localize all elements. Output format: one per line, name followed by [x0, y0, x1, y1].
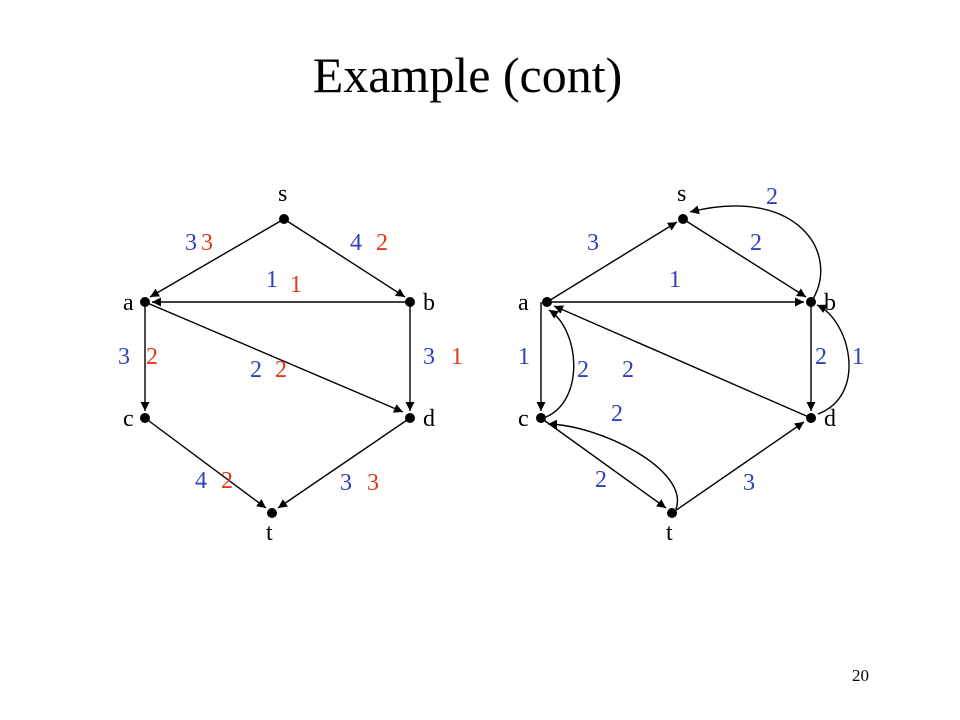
node-label-b: b	[423, 290, 435, 316]
capacity-label-c-a: 2	[577, 357, 589, 383]
flow-label-b-a: 1	[290, 272, 302, 298]
capacity-label-c-t: 2	[595, 467, 607, 493]
node-label-s: s	[677, 181, 686, 207]
left-graph: s a b c d t 3 3 4 2 1 1 3 2 2 2 3 1 4 2 …	[118, 181, 463, 546]
flow-label-a-c: 2	[146, 344, 158, 370]
node-c	[536, 413, 546, 423]
edge-d-b	[816, 304, 850, 415]
edge-s-a	[149, 218, 285, 298]
capacity-label-d-a: 2	[622, 357, 634, 383]
capacity-label-b-a: 1	[266, 267, 278, 293]
node-label-d: d	[824, 406, 836, 432]
slide-title: Example (cont)	[312, 47, 623, 103]
edge-c-a	[545, 309, 575, 418]
node-a	[140, 297, 150, 307]
edge-c-t	[144, 417, 267, 509]
capacity-label-a-s: 3	[587, 230, 599, 256]
capacity-label-b-s: 2	[766, 184, 778, 210]
node-d	[405, 413, 415, 423]
right-graph: s a b c d t 2 3 2 1 1 2 2 2 1 2 2 3	[518, 181, 864, 546]
capacity-label-s-a: 3	[185, 230, 197, 256]
edge-c-t	[540, 417, 667, 509]
flow-label-a-d: 2	[275, 357, 287, 383]
capacity-label-b-d: 2	[815, 344, 827, 370]
edge-d-t	[277, 417, 411, 509]
node-label-a: a	[518, 290, 529, 316]
node-d	[806, 413, 816, 423]
flow-label-b-d: 1	[451, 344, 463, 370]
capacity-label-a-c: 1	[518, 344, 530, 370]
edge-a-s	[546, 221, 678, 303]
edge-a-d	[144, 301, 404, 413]
node-label-s: s	[278, 181, 287, 207]
capacity-label-a-d: 2	[250, 357, 262, 383]
capacity-label-c-t: 4	[195, 468, 207, 494]
node-s	[279, 214, 289, 224]
node-a	[542, 297, 552, 307]
capacity-label-s-b: 4	[350, 230, 362, 256]
page-number: 20	[852, 666, 869, 685]
flow-label-d-t: 3	[367, 470, 379, 496]
flow-label-s-b: 2	[376, 230, 388, 256]
node-s	[678, 214, 688, 224]
flow-label-c-t: 2	[221, 468, 233, 494]
capacity-label-t-c: 2	[611, 401, 623, 427]
node-label-t: t	[666, 520, 673, 546]
node-label-c: c	[123, 406, 134, 432]
node-label-d: d	[423, 406, 435, 432]
capacity-label-b-d: 3	[423, 344, 435, 370]
node-label-a: a	[123, 290, 134, 316]
edge-t-d	[671, 421, 805, 514]
edge-d-a	[553, 305, 812, 419]
capacity-label-a-c: 3	[118, 344, 130, 370]
node-b	[405, 297, 415, 307]
capacity-label-a-b: 1	[669, 267, 681, 293]
node-b	[806, 297, 816, 307]
node-label-b: b	[824, 290, 836, 316]
node-t	[267, 508, 277, 518]
capacity-label-s-b: 2	[750, 230, 762, 256]
capacity-label-d-t: 3	[340, 470, 352, 496]
node-label-c: c	[518, 406, 529, 432]
node-c	[140, 413, 150, 423]
capacity-label-d-b: 1	[852, 344, 864, 370]
capacity-label-t-d: 3	[743, 470, 755, 496]
edge-s-b	[682, 218, 807, 298]
node-label-t: t	[266, 520, 273, 546]
node-t	[667, 508, 677, 518]
edge-s-b	[283, 218, 406, 298]
flow-label-s-a: 3	[201, 230, 213, 256]
edge-t-c	[547, 419, 679, 510]
edge-b-s	[689, 205, 822, 303]
